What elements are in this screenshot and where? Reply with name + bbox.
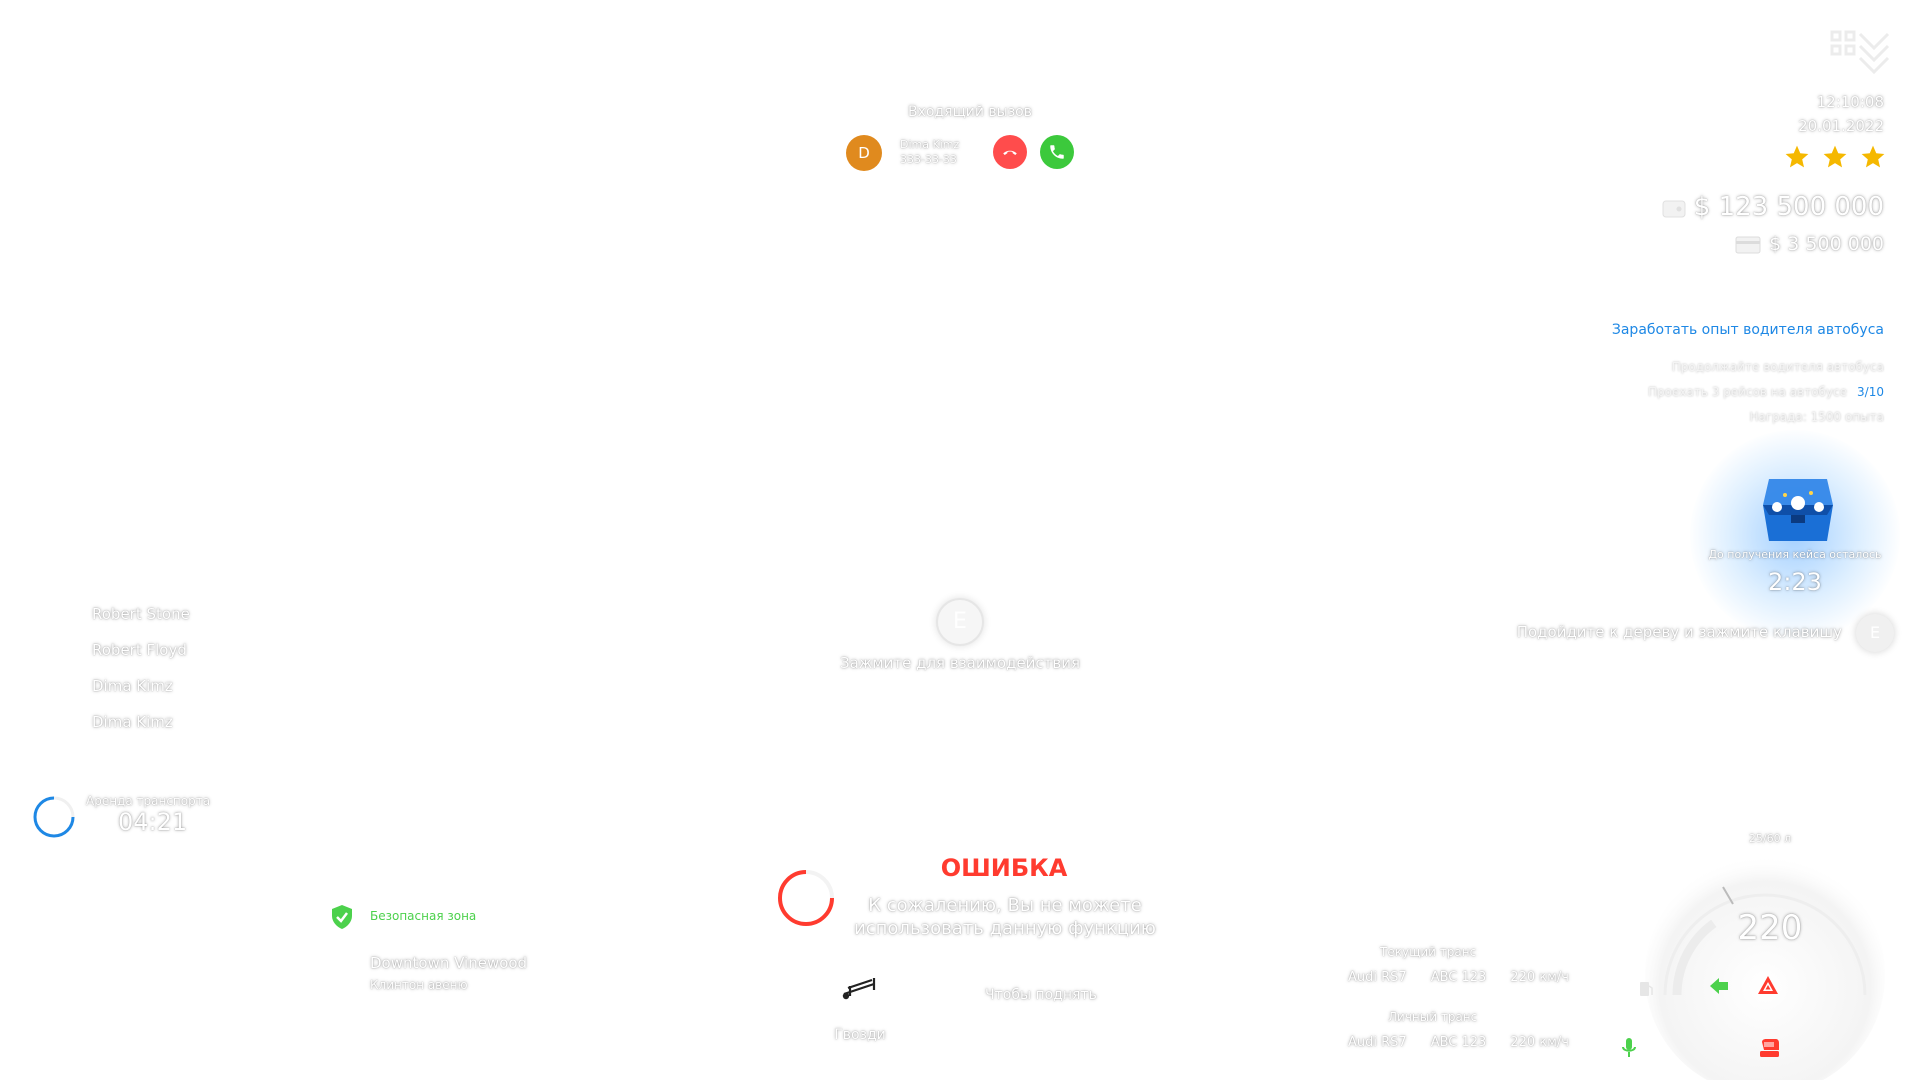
tree-hint-key: E: [1856, 614, 1894, 652]
bank-card-icon: [1735, 236, 1761, 253]
tree-hint-text: Подойдите к дереву и зажмите клавишу: [1516, 623, 1842, 641]
decline-call-button[interactable]: [993, 135, 1027, 169]
speed-gauge-fill: [1672, 919, 1717, 996]
player-list-item: Robert Stone: [92, 605, 190, 623]
district-name: Клинтон авеню: [370, 978, 468, 992]
seatbelt-icon: [1760, 1039, 1779, 1057]
clock: 12:10:08 20.01.2022: [1798, 90, 1884, 138]
wallet-icon: [1662, 200, 1686, 217]
caller-avatar: D: [846, 135, 882, 171]
vehicle-plate: ABC 123: [1430, 970, 1487, 985]
server-logo-icon: [1830, 30, 1890, 74]
speedometer: [1645, 855, 1885, 1080]
quest-title: Заработать опыт водителя автобуса: [1611, 322, 1884, 338]
caller-phone: 333-33-33: [900, 153, 957, 166]
personal-vehicle-header: Личный транс: [1388, 1010, 1478, 1024]
nails-icon: [842, 978, 876, 1000]
phone-accept-icon: [1050, 145, 1064, 159]
current-vehicle-row: Audi RS7 ABC 123 220 км/ч: [1348, 970, 1569, 985]
location-name: Downtown Vinewood: [370, 954, 528, 972]
caller-name: Dima Kimz: [900, 138, 960, 151]
interact-key[interactable]: E: [936, 598, 984, 646]
wanted-stars: [1784, 144, 1886, 170]
date-text: 20.01.2022: [1798, 117, 1884, 135]
rent-timer: 04:21: [118, 808, 188, 836]
fuel-level: 25/60 л: [1748, 832, 1792, 845]
current-vehicle-header: Текущий транс: [1380, 945, 1477, 959]
star-icon: [1823, 145, 1847, 168]
rent-label: Аренда транспорта: [86, 794, 211, 808]
time-text: 12:10:08: [1816, 93, 1884, 111]
shield-check-icon: [332, 905, 352, 929]
player-list-item: Robert Floyd: [92, 641, 187, 659]
vehicle-model: Audi RS7: [1348, 970, 1407, 985]
quest-line-2-text: Проехать 3 рейсов на автобусе: [1648, 385, 1848, 399]
cash-display: $ 123 500 000: [1662, 192, 1884, 222]
fuel-icon: [1640, 982, 1653, 996]
vehicle-speed: 220 км/ч: [1510, 1035, 1569, 1050]
star-icon: [1861, 145, 1885, 168]
player-list-item: Dima Kimz: [92, 677, 173, 695]
accept-call-button[interactable]: [1040, 135, 1074, 169]
player-list-item: Dima Kimz: [92, 713, 173, 731]
quest-line-3: Награда: 1500 опыта: [1749, 410, 1884, 424]
error-message: К сожалению, Вы не можете использовать д…: [854, 895, 1156, 939]
quest-progress: 3/10: [1857, 385, 1884, 399]
personal-vehicle-row: Audi RS7 ABC 123 220 км/ч: [1348, 1035, 1569, 1050]
quest-line-1: Продолжайте водителя автобуса: [1671, 360, 1884, 374]
hazard-icon: [1758, 976, 1778, 994]
interact-label: Зажмите для взаимодействия: [839, 654, 1081, 672]
phone-decline-icon: [1003, 150, 1017, 155]
quest-line-2: Проехать 3 рейсов на автобусе 3/10: [1648, 385, 1884, 399]
error-ring-icon: [778, 870, 834, 926]
error-title: ОШИБКА: [940, 854, 1068, 882]
vehicle-speed: 220 км/ч: [1510, 970, 1569, 985]
case-icon: [1763, 479, 1833, 541]
bank-display: $ 3 500 000: [1735, 233, 1884, 255]
item-name: Гвозди: [834, 1027, 886, 1043]
safe-zone-label: Безопасная зона: [370, 909, 477, 923]
case-timer-label: До получения кейса осталось: [1708, 548, 1882, 561]
case-timer: 2:23: [1768, 568, 1822, 596]
star-icon: [1785, 145, 1809, 168]
microphone-icon: [1622, 1038, 1636, 1057]
turn-signal-icon: [1710, 978, 1728, 994]
loading-ring-icon: [33, 796, 75, 838]
pickup-text: Чтобы поднять: [985, 987, 1097, 1003]
call-title: Входящий вызов: [908, 104, 1032, 120]
speed-value: 220: [1737, 908, 1803, 948]
vehicle-model: Audi RS7: [1348, 1035, 1407, 1050]
vehicle-plate: ABC 123: [1430, 1035, 1487, 1050]
bank-amount: $ 3 500 000: [1769, 233, 1884, 255]
cash-amount: $ 123 500 000: [1693, 192, 1884, 222]
